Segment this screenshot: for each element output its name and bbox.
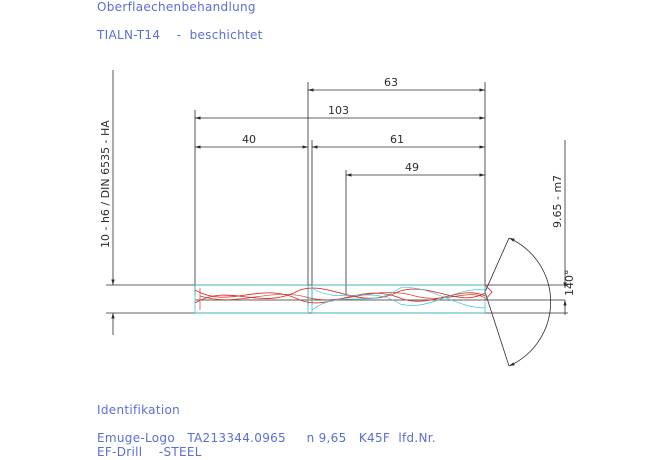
dim-61-label: 61 [390,133,404,146]
shank-tolerance-label: 10 - h6 / DIN 6535 - HA [99,120,112,248]
drill-body [194,284,493,314]
surface-treatment-heading: Oberflaechenbehandlung [97,0,256,14]
dim-40-label: 40 [242,133,256,146]
drill-tolerance-label: 9.65 - m7 [551,175,564,228]
dim-63-label: 63 [384,76,398,89]
coating-note: TIALN-T14 - beschichtet [97,28,263,42]
point-angle-label: 140° [563,270,576,297]
dim-103-label: 103 [328,104,349,117]
point-angle-leg-lower [484,291,510,367]
point-angle-leg-upper [484,237,510,293]
identification-line-2: EF-Drill -STEEL [97,445,202,459]
point-angle-arc [508,237,552,367]
dim-49-label: 49 [405,161,419,174]
identification-line-1: Emuge-Logo TA213344.0965 n 9,65 K45F lfd… [97,431,437,445]
identification-label: Identifikation [97,403,181,417]
